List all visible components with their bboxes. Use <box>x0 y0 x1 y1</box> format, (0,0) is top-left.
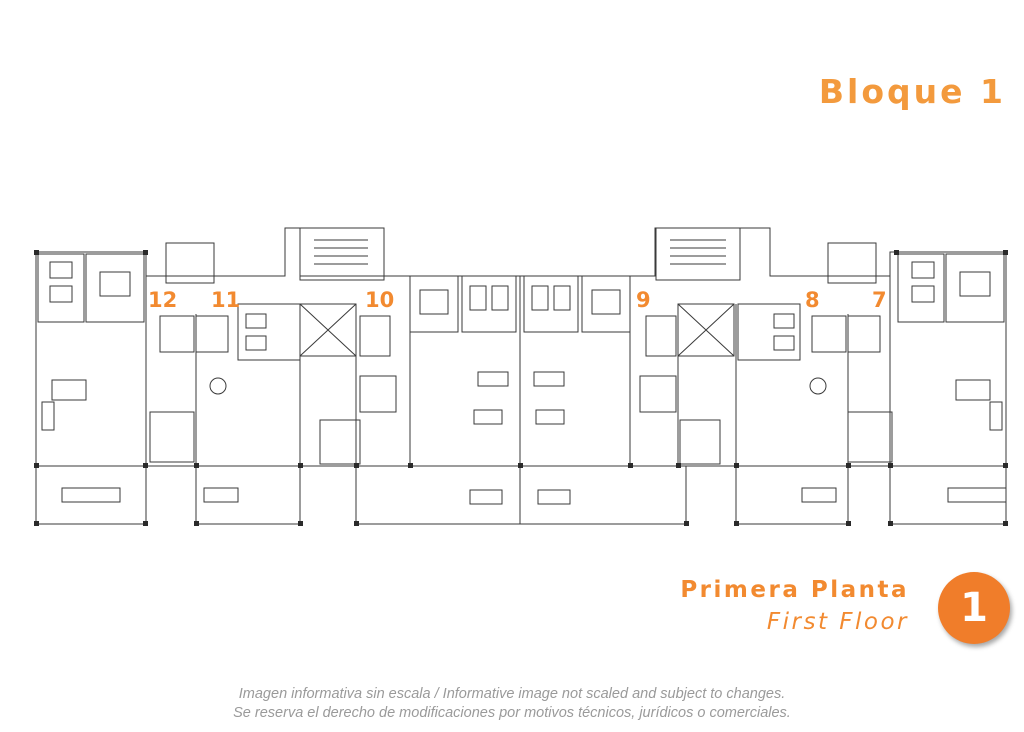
unit-number-7: 7 <box>872 288 887 312</box>
unit-number-12: 12 <box>148 288 178 312</box>
floor-name-english: First Floor <box>766 609 909 635</box>
disclaimer-line-2: Se reserva el derecho de modificaciones … <box>233 705 791 721</box>
block-title: Bloque 1 <box>818 72 1006 111</box>
disclaimer-line-1: Imagen informativa sin escala / Informat… <box>238 686 786 702</box>
floor-number-badge: 1 <box>938 572 1010 644</box>
unit-number-10: 10 <box>365 288 395 312</box>
floor-name-spanish: Primera Planta <box>680 577 909 603</box>
unit-number-11: 11 <box>211 288 241 312</box>
unit-number-8: 8 <box>805 288 820 312</box>
unit-number-9: 9 <box>636 288 651 312</box>
